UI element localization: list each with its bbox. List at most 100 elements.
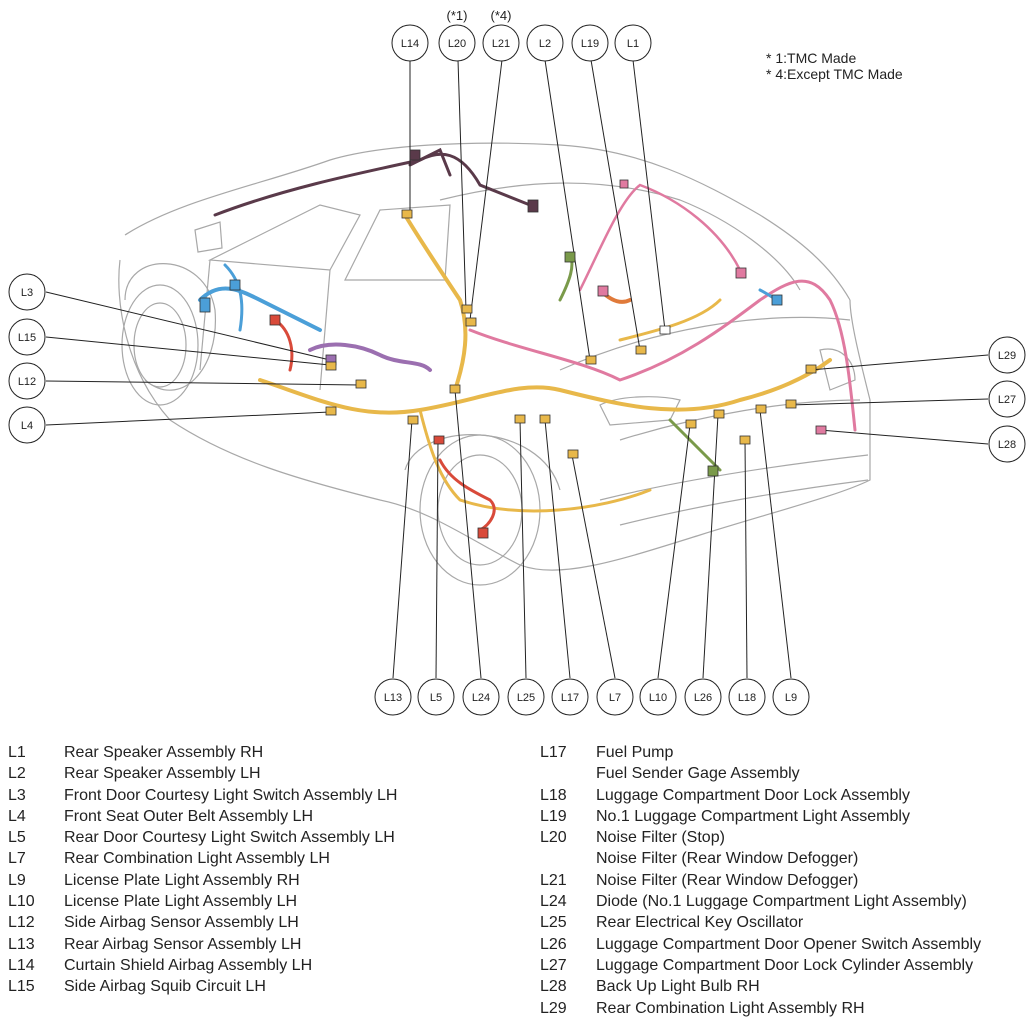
legend-description: Luggage Compartment Door Opener Switch A… xyxy=(596,935,982,953)
callout-l25: L25 xyxy=(507,678,545,716)
legend-description: Rear Electrical Key Oscillator xyxy=(596,914,804,932)
callout-label: L29 xyxy=(998,350,1016,362)
callout-circle xyxy=(988,380,1026,418)
legend-description: Noise Filter (Rear Window Defogger) xyxy=(596,871,859,889)
callout-l1: L1 xyxy=(614,24,652,62)
harness-yellow-lower xyxy=(418,408,652,513)
callout-label: L27 xyxy=(998,394,1016,406)
callout-l10: L10 xyxy=(639,678,677,716)
legend-code: L2 xyxy=(8,765,26,783)
legend-code: L1 xyxy=(8,744,26,761)
legend-description: Back Up Light Bulb RH xyxy=(596,978,760,996)
callout-label: L14 xyxy=(401,38,419,50)
callout-circle xyxy=(728,678,766,716)
legend-description: Fuel Pump xyxy=(596,744,674,761)
harness-yellow-pillar xyxy=(403,213,468,392)
callout-l3: L3 xyxy=(8,273,46,311)
legend-description: Rear Combination Light Assembly LH xyxy=(64,850,330,868)
callout-circle xyxy=(551,678,589,716)
callout-l24: L24 xyxy=(462,678,500,716)
callout-circle xyxy=(571,24,609,62)
legend-description: License Plate Light Assembly RH xyxy=(64,871,300,889)
callout-label: L1 xyxy=(627,38,639,50)
callout-l29: L29 xyxy=(988,336,1026,374)
callout-l5: L5 xyxy=(417,678,455,716)
legend-row: L21 Noise Filter (Rear Window Defogger) xyxy=(540,870,1035,891)
legend-description: Rear Speaker Assembly RH xyxy=(64,744,264,761)
legend-row: L5 Rear Door Courtesy Light Switch Assemb… xyxy=(8,827,528,848)
connectors xyxy=(199,149,827,539)
legend-description: Side Airbag Sensor Assembly LH xyxy=(64,914,299,932)
legend-description: Rear Door Courtesy Light Switch Assembly… xyxy=(64,829,395,847)
legend-code: L19 xyxy=(540,807,567,825)
callout-circle xyxy=(374,678,412,716)
callout-l15: L15 xyxy=(8,318,46,356)
legend-description: Front Seat Outer Belt Assembly LH xyxy=(64,807,313,825)
callout-l19: L19 xyxy=(571,24,609,62)
callout-label: L25 xyxy=(517,692,535,704)
callout-circle xyxy=(391,24,429,62)
callout-l20: L20 xyxy=(438,24,476,62)
harness-lines xyxy=(198,147,857,532)
variant-mark-l20: (*1) xyxy=(447,8,468,23)
note-except-tmc-made: * 4:Except TMC Made xyxy=(766,66,903,82)
legend-code: L5 xyxy=(8,829,26,847)
callout-label: L24 xyxy=(472,692,490,704)
legend-code: L10 xyxy=(8,893,35,911)
callout-label: L9 xyxy=(785,692,797,704)
legend-description: Rear Speaker Assembly LH xyxy=(64,765,261,783)
callout-l7: L7 xyxy=(596,678,634,716)
callout-l2: L2 xyxy=(526,24,564,62)
harness-pink xyxy=(468,279,857,432)
callout-circle xyxy=(614,24,652,62)
legend-code: L21 xyxy=(540,871,567,889)
legend-code: L7 xyxy=(8,850,26,868)
legend-description: Noise Filter (Rear Window Defogger) xyxy=(596,850,859,868)
callout-l4: L4 xyxy=(8,406,46,444)
callout-label: L17 xyxy=(561,692,579,704)
callout-label: L12 xyxy=(18,376,36,388)
callout-circle xyxy=(639,678,677,716)
legend-row: L7 Rear Combination Light Assembly LH xyxy=(8,848,528,869)
callout-l14: L14 xyxy=(391,24,429,62)
harness-blue xyxy=(198,286,322,332)
legend-code xyxy=(540,848,596,869)
legend-row: Fuel Sender Gage Assembly xyxy=(540,763,1035,784)
callout-label: L28 xyxy=(998,439,1016,451)
callout-l18: L18 xyxy=(728,678,766,716)
harness-pink-top xyxy=(578,183,742,292)
legend-code xyxy=(540,763,596,784)
callout-l13: L13 xyxy=(374,678,412,716)
callout-l17: L17 xyxy=(551,678,589,716)
harness-blue-up xyxy=(223,263,244,332)
legend-code: L18 xyxy=(540,786,567,804)
harness-red xyxy=(273,318,294,372)
harness-yellow-main xyxy=(258,358,832,415)
legend-code: L24 xyxy=(540,893,567,911)
callout-l28: L28 xyxy=(988,425,1026,463)
callout-circle xyxy=(8,406,46,444)
legend-row: L18 Luggage Compartment Door Lock Assembl… xyxy=(540,785,1035,806)
legend-row: L28 Back Up Light Bulb RH xyxy=(540,976,1035,997)
callout-circle xyxy=(988,336,1026,374)
variant-mark-l21: (*4) xyxy=(491,8,512,23)
leader-lines xyxy=(45,59,989,679)
callout-circle xyxy=(8,318,46,356)
callout-label: L19 xyxy=(581,38,599,50)
legend-description: Luggage Compartment Door Lock Assembly xyxy=(596,786,910,804)
variant-notes: * 1:TMC Made * 4:Except TMC Made xyxy=(766,50,903,82)
legend-code: L28 xyxy=(540,978,567,996)
